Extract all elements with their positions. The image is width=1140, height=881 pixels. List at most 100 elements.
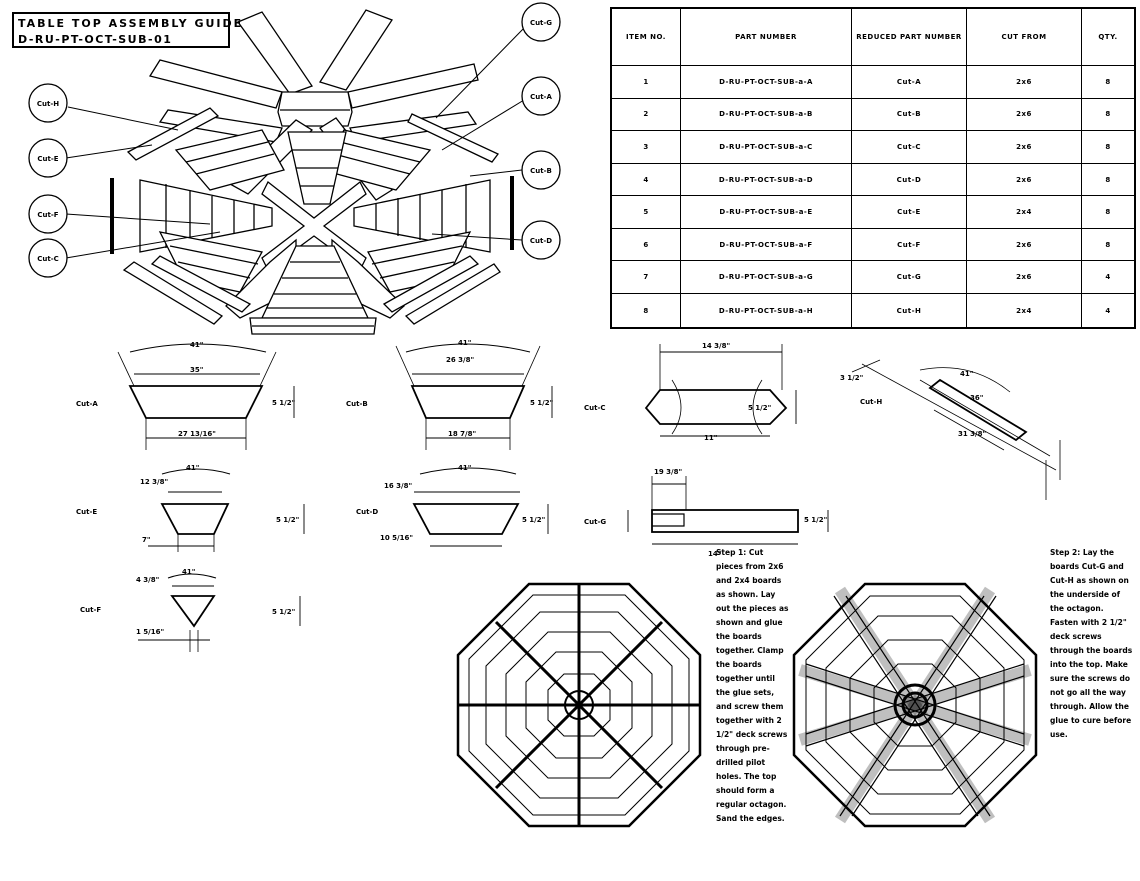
cell-reduced-part-number: Cut-H bbox=[851, 293, 967, 329]
cell-item-no: 8 bbox=[610, 293, 681, 329]
cell-cut-from: 2x4 bbox=[966, 195, 1082, 229]
part-g-label: Cut-G bbox=[584, 518, 606, 526]
cell-part-number: D-RU-PT-OCT-SUB-a-G bbox=[680, 260, 852, 295]
cell-reduced-part-number: Cut-F bbox=[851, 227, 967, 262]
cell-qty: 8 bbox=[1081, 162, 1136, 197]
cell-part-number: D-RU-PT-OCT-SUB-a-C bbox=[680, 130, 852, 164]
cell-item-no: 7 bbox=[610, 260, 681, 295]
part-d-height-dim: 5 1/2" bbox=[522, 516, 545, 524]
cell-qty: 8 bbox=[1081, 130, 1136, 164]
part-a-bottom-dim: 27 13/16" bbox=[178, 430, 216, 438]
part-b-bottom-dim: 18 7/8" bbox=[448, 430, 476, 438]
drawing-number: D-RU-PT-OCT-SUB-01 bbox=[18, 33, 173, 46]
cell-part-number: D-RU-PT-OCT-SUB-a-F bbox=[680, 227, 852, 262]
part-d-top-dim: 16 3/8" bbox=[384, 482, 412, 490]
cell-part-number: D-RU-PT-OCT-SUB-a-A bbox=[680, 65, 852, 99]
part-view-cut-a bbox=[117, 343, 295, 450]
cell-item-no: 5 bbox=[610, 195, 681, 229]
cell-item-no: 1 bbox=[610, 65, 681, 99]
callout-right-1: Cut-G bbox=[530, 19, 552, 27]
cell-cut-from: 2x6 bbox=[966, 65, 1082, 99]
part-a-height-dim: 5 1/2" bbox=[272, 399, 295, 407]
cell-reduced-part-number: Cut-C bbox=[851, 130, 967, 164]
part-view-cut-d bbox=[412, 467, 549, 547]
exploded-view bbox=[28, 2, 561, 335]
col-item-no: ITEM NO. bbox=[610, 7, 681, 66]
cell-cut-from: 2x6 bbox=[966, 130, 1082, 164]
step-2-note: Step 2: Lay the boards Cut-G and Cut-H a… bbox=[1050, 548, 1133, 739]
cell-cut-from: 2x6 bbox=[966, 97, 1082, 132]
part-view-cut-b bbox=[395, 343, 553, 450]
part-h-mid-dim: 36" bbox=[970, 394, 983, 402]
cell-cut-from: 2x6 bbox=[966, 260, 1082, 295]
part-g-top-dim: 19 3/8" bbox=[654, 468, 682, 476]
part-e-height-dim: 5 1/2" bbox=[276, 516, 299, 524]
part-h-height-dim: 3 1/2" bbox=[840, 374, 863, 382]
part-g-height-dim: 5 1/2" bbox=[804, 516, 827, 524]
cell-cut-from: 2x6 bbox=[966, 227, 1082, 262]
part-b-mid-dim: 26 3/8" bbox=[446, 356, 474, 364]
part-f-top-dim: 41" bbox=[182, 568, 195, 576]
part-d-mid-dim: 41" bbox=[458, 464, 471, 472]
part-b-height-dim: 5 1/2" bbox=[530, 399, 553, 407]
col-part-number: PART NUMBER bbox=[680, 7, 852, 66]
part-a-top-dim: 41" bbox=[190, 341, 203, 349]
part-g-bottom-dim: 14" bbox=[708, 550, 721, 558]
cell-item-no: 3 bbox=[610, 130, 681, 164]
callout-left-2: Cut-E bbox=[37, 155, 58, 163]
cell-qty: 8 bbox=[1081, 65, 1136, 99]
part-f-height-dim: 5 1/2" bbox=[272, 608, 295, 616]
cell-item-no: 2 bbox=[610, 97, 681, 132]
cell-qty: 8 bbox=[1081, 97, 1136, 132]
part-h-bottom-dim: 31 3/8" bbox=[958, 430, 986, 438]
title-block: TABLE TOP ASSEMBLY GUIDE D-RU-PT-OCT-SUB… bbox=[12, 12, 244, 48]
part-c-bottom-dim: 11" bbox=[704, 434, 717, 442]
part-f-bottom-dim: 1 5/16" bbox=[136, 628, 164, 636]
col-reduced-part-number: REDUCED PART NUMBER bbox=[851, 7, 967, 66]
part-e-mid-dim: 12 3/8" bbox=[140, 478, 168, 486]
cell-qty: 4 bbox=[1081, 260, 1136, 295]
octagon-top-view bbox=[456, 582, 702, 828]
part-view-cut-e bbox=[148, 468, 305, 552]
cell-reduced-part-number: Cut-G bbox=[851, 260, 967, 295]
cell-item-no: 6 bbox=[610, 227, 681, 262]
part-c-label: Cut-C bbox=[584, 404, 606, 412]
cell-part-number: D-RU-PT-OCT-SUB-a-E bbox=[680, 195, 852, 229]
cell-reduced-part-number: Cut-D bbox=[851, 162, 967, 197]
part-f-label: Cut-F bbox=[80, 606, 101, 614]
cell-part-number: D-RU-PT-OCT-SUB-a-D bbox=[680, 162, 852, 197]
part-view-cut-g bbox=[627, 476, 829, 545]
callout-left-1: Cut-H bbox=[37, 100, 59, 108]
table-header-row: ITEM NO. PART NUMBER REDUCED PART NUMBER… bbox=[610, 7, 1136, 66]
part-c-top-dim: 14 3/8" bbox=[702, 342, 730, 350]
drawing-title: TABLE TOP ASSEMBLY GUIDE bbox=[18, 17, 244, 30]
part-d-label: Cut-D bbox=[356, 508, 378, 516]
part-e-label: Cut-E bbox=[76, 508, 97, 516]
cell-part-number: D-RU-PT-OCT-SUB-a-B bbox=[680, 97, 852, 132]
cell-cut-from: 2x4 bbox=[966, 293, 1082, 329]
part-h-top-dim: 41" bbox=[960, 370, 973, 378]
bill-of-materials-table: ITEM NO. PART NUMBER REDUCED PART NUMBER… bbox=[610, 7, 1136, 329]
part-view-cut-h bbox=[851, 359, 1061, 500]
part-view-cut-f bbox=[138, 573, 301, 652]
part-b-label: Cut-B bbox=[346, 400, 368, 408]
cell-reduced-part-number: Cut-A bbox=[851, 65, 967, 99]
callout-left-4: Cut-C bbox=[37, 255, 59, 263]
part-a-label: Cut-A bbox=[76, 400, 98, 408]
cell-reduced-part-number: Cut-B bbox=[851, 97, 967, 132]
part-b-top-dim: 41" bbox=[458, 339, 471, 347]
cell-qty: 8 bbox=[1081, 227, 1136, 262]
part-d-bottom-dim: 10 5/16" bbox=[380, 534, 413, 542]
part-e-top-dim: 41" bbox=[186, 464, 199, 472]
cell-item-no: 4 bbox=[610, 162, 681, 197]
octagon-underside-view bbox=[792, 582, 1038, 828]
cell-reduced-part-number: Cut-E bbox=[851, 195, 967, 229]
cell-qty: 8 bbox=[1081, 195, 1136, 229]
col-qty: QTY. bbox=[1081, 7, 1136, 66]
